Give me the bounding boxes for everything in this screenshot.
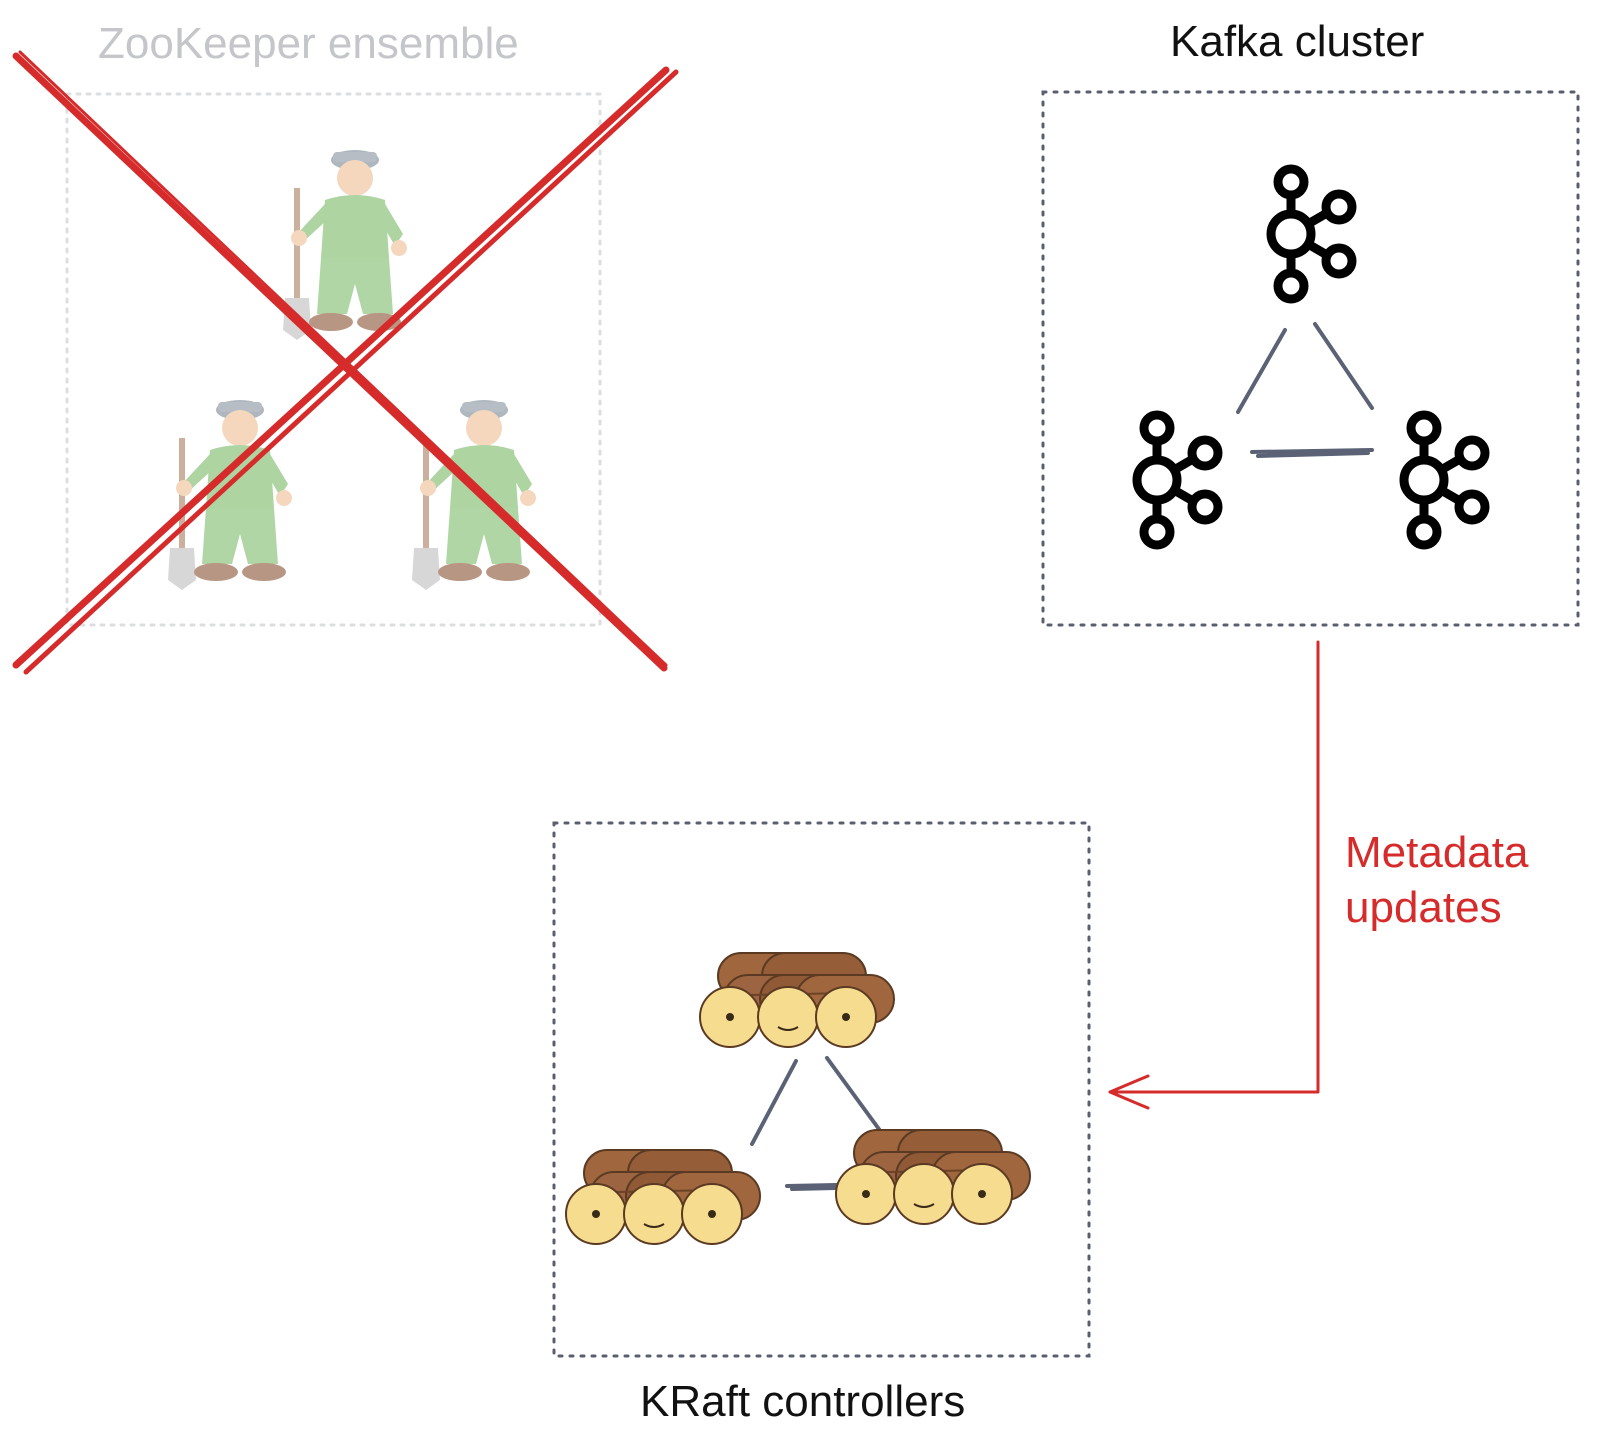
metadata-updates-line1: Metadata bbox=[1345, 828, 1529, 877]
kraft-controllers-box bbox=[552, 821, 1091, 1358]
zookeeper-ensemble bbox=[65, 92, 602, 627]
kafka-link-top-right bbox=[1313, 322, 1374, 410]
kafka-cluster bbox=[1041, 90, 1580, 627]
metadata-updates-line2: updates bbox=[1345, 883, 1502, 932]
kraft-link-top-right bbox=[825, 1056, 886, 1138]
kafka-broker-right-icon bbox=[1404, 415, 1485, 545]
zookeeper-ensemble-box bbox=[65, 92, 602, 627]
kraft-controllers bbox=[552, 821, 1091, 1358]
crossed-out-mark bbox=[12, 50, 679, 675]
kraft-controllers-title: KRaft controllers bbox=[640, 1377, 966, 1426]
kafka-cluster-box bbox=[1041, 90, 1580, 627]
zookeeper-keeper-top-icon bbox=[283, 150, 407, 340]
kafka-broker-left-icon bbox=[1137, 415, 1218, 545]
metadata-updates-label: Metadata updates bbox=[1345, 825, 1528, 935]
kafka-link-bottom bbox=[1250, 448, 1374, 458]
metadata-updates-connector bbox=[1108, 640, 1320, 1110]
zookeeper-keeper-right-icon bbox=[412, 400, 536, 590]
kraft-controller-left-icon bbox=[565, 1149, 761, 1245]
kafka-broker-top-icon bbox=[1271, 169, 1352, 299]
kraft-controller-right-icon bbox=[835, 1129, 1031, 1225]
kafka-link-top-left bbox=[1236, 328, 1287, 414]
kafka-cluster-title: Kafka cluster bbox=[1170, 17, 1425, 66]
metadata-updates-arrowhead bbox=[1108, 1074, 1150, 1110]
kraft-controller-top-icon bbox=[699, 952, 895, 1048]
zookeeper-ensemble-title: ZooKeeper ensemble bbox=[98, 19, 519, 68]
metadata-updates-line bbox=[1108, 640, 1320, 1094]
kraft-link-top-left bbox=[750, 1059, 798, 1146]
